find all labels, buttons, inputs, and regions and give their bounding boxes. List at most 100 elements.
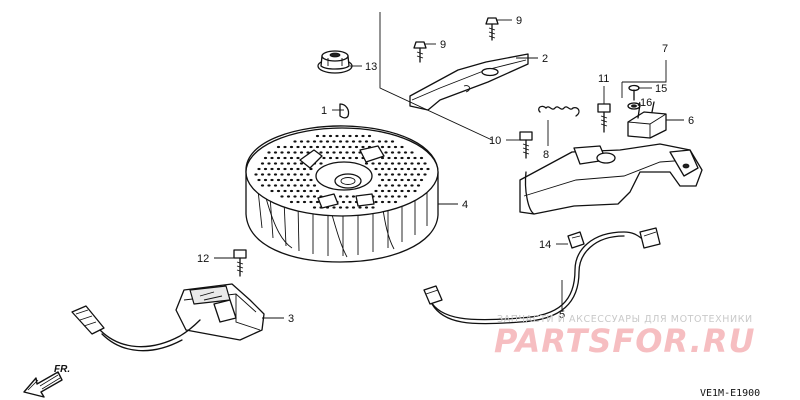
cooling-hole xyxy=(283,189,287,193)
switch-part xyxy=(627,101,667,139)
cooling-hole xyxy=(319,162,323,165)
screw-part xyxy=(628,84,640,101)
cooling-hole xyxy=(296,167,300,171)
cooling-hole xyxy=(384,184,388,187)
cooling-hole xyxy=(289,145,294,149)
cooling-hole xyxy=(315,145,320,149)
cooling-hole xyxy=(397,184,401,187)
cooling-hole xyxy=(400,167,404,171)
cooling-hole xyxy=(374,189,378,193)
cooling-hole xyxy=(387,167,391,171)
cooling-hole xyxy=(393,156,398,160)
bolt-part xyxy=(485,17,499,41)
callout-16: 16 xyxy=(640,97,652,109)
cooling-hole xyxy=(332,206,336,209)
cooling-hole xyxy=(377,195,382,198)
cooling-hole xyxy=(351,206,356,209)
cooling-hole xyxy=(413,189,417,193)
cooling-hole xyxy=(400,178,404,182)
cooling-hole xyxy=(403,195,408,198)
cooling-hole xyxy=(280,195,284,198)
cooling-hole xyxy=(296,145,300,149)
cooling-hole xyxy=(354,134,359,138)
callout-12: 12 xyxy=(197,253,209,265)
cooling-hole xyxy=(309,200,313,204)
flywheel-part xyxy=(245,125,439,263)
cooling-hole xyxy=(393,167,398,171)
cooling-hole xyxy=(306,140,310,143)
cooling-hole xyxy=(358,140,362,143)
callout-1: 1 xyxy=(321,105,327,117)
cooling-hole xyxy=(302,200,307,204)
cooling-hole xyxy=(293,140,297,143)
cooling-hole xyxy=(380,200,385,204)
cooling-hole xyxy=(306,173,310,176)
cooling-hole xyxy=(293,195,297,198)
callout-14: 14 xyxy=(539,239,551,251)
cooling-hole xyxy=(335,145,339,149)
nut-part xyxy=(317,50,353,74)
cooling-hole xyxy=(380,189,385,193)
cooling-hole xyxy=(328,134,333,138)
cooling-hole xyxy=(354,156,359,160)
cooling-hole xyxy=(260,184,265,187)
cooling-hole xyxy=(390,184,395,187)
cooling-hole xyxy=(374,200,378,204)
cooling-hole xyxy=(273,151,278,154)
cooling-hole xyxy=(312,184,317,187)
cooling-hole xyxy=(309,178,313,182)
cooling-hole xyxy=(296,156,300,160)
cooling-hole xyxy=(390,162,395,165)
cooling-hole xyxy=(345,140,349,143)
bolt-part xyxy=(413,41,427,63)
cooling-hole xyxy=(338,140,343,143)
cooling-hole xyxy=(393,178,398,182)
cooling-hole xyxy=(289,200,294,204)
cooling-hole xyxy=(309,145,313,149)
cooling-hole xyxy=(377,184,382,187)
cooling-hole xyxy=(280,173,284,176)
cooling-hole xyxy=(276,145,281,149)
callout-9a: 9 xyxy=(516,15,522,27)
cooling-hole xyxy=(423,162,427,165)
cooling-hole xyxy=(377,140,382,143)
callout-8: 8 xyxy=(543,149,549,161)
cooling-hole xyxy=(299,173,304,176)
cooling-hole xyxy=(286,184,291,187)
callout-15: 15 xyxy=(655,83,667,95)
cooling-hole xyxy=(403,151,408,154)
cooling-hole xyxy=(406,167,411,171)
cooling-hole xyxy=(371,162,375,165)
cooling-hole xyxy=(345,206,349,209)
cooling-hole xyxy=(302,189,307,193)
cooling-hole xyxy=(387,156,391,160)
cooling-hole xyxy=(380,167,385,171)
cover-plate-part xyxy=(409,53,529,111)
cooling-hole xyxy=(387,200,391,204)
cooling-hole xyxy=(315,200,320,204)
cooling-hole xyxy=(345,151,349,154)
cooling-hole xyxy=(351,151,356,154)
cooling-hole xyxy=(286,195,291,198)
cooling-hole xyxy=(419,167,424,171)
cooling-hole xyxy=(296,189,300,193)
cooling-hole xyxy=(403,184,408,187)
cooling-hole xyxy=(374,167,378,171)
bolt-part xyxy=(519,131,533,159)
cooling-hole xyxy=(276,178,281,182)
cooling-hole xyxy=(384,195,388,198)
cooling-hole xyxy=(410,151,414,154)
cooling-hole xyxy=(390,173,395,176)
cooling-hole xyxy=(299,184,304,187)
cooling-hole xyxy=(387,145,391,149)
cooling-hole xyxy=(400,145,404,149)
cooling-hole xyxy=(348,156,352,160)
cooling-hole xyxy=(410,162,414,165)
cooling-hole xyxy=(319,140,323,143)
cooling-hole xyxy=(299,195,304,198)
callout-5: 5 xyxy=(559,309,565,321)
cooling-hole xyxy=(358,206,362,209)
cooling-hole xyxy=(361,134,365,138)
front-direction-arrow-icon xyxy=(23,371,63,398)
cooling-hole xyxy=(416,173,421,176)
